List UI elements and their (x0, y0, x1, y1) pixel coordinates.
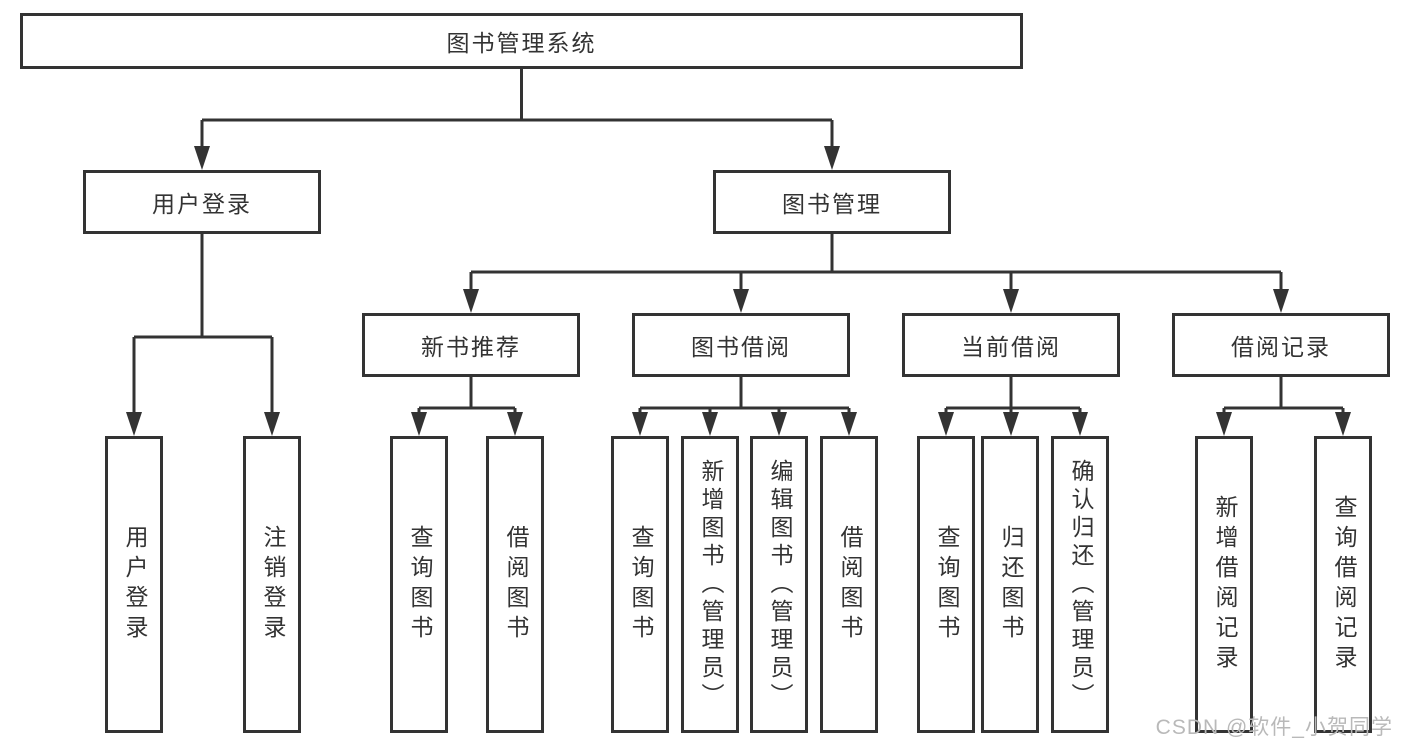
leaf-logout: 注销登录 (243, 436, 301, 733)
leaf-query-books-borrow: 查询图书 (611, 436, 669, 733)
leaf-user-login: 用户登录 (105, 436, 163, 733)
node-user-login: 用户登录 (83, 170, 321, 234)
node-book-management: 图书管理 (713, 170, 951, 234)
leaf-query-borrow-record: 查询借阅记录 (1314, 436, 1372, 733)
csdn-watermark: CSDN @软件_小贺同学 (1155, 716, 1393, 739)
leaf-query-books-newbook: 查询图书 (390, 436, 448, 733)
leaf-edit-books-admin: 编辑图书（管理员） (750, 436, 808, 733)
node-current-borrow: 当前借阅 (902, 313, 1120, 377)
node-new-book-recommend: 新书推荐 (362, 313, 580, 377)
node-root: 图书管理系统 (20, 13, 1023, 69)
leaf-add-borrow-record: 新增借阅记录 (1195, 436, 1253, 733)
node-book-borrow: 图书借阅 (632, 313, 850, 377)
leaf-borrow-books-borrow: 借阅图书 (820, 436, 878, 733)
leaf-add-books-admin: 新增图书（管理员） (681, 436, 739, 733)
leaf-borrow-books-newbook: 借阅图书 (486, 436, 544, 733)
leaf-confirm-return-admin: 确认归还（管理员） (1051, 436, 1109, 733)
leaf-return-books: 归还图书 (981, 436, 1039, 733)
leaf-query-books-current: 查询图书 (917, 436, 975, 733)
node-borrow-records: 借阅记录 (1172, 313, 1390, 377)
